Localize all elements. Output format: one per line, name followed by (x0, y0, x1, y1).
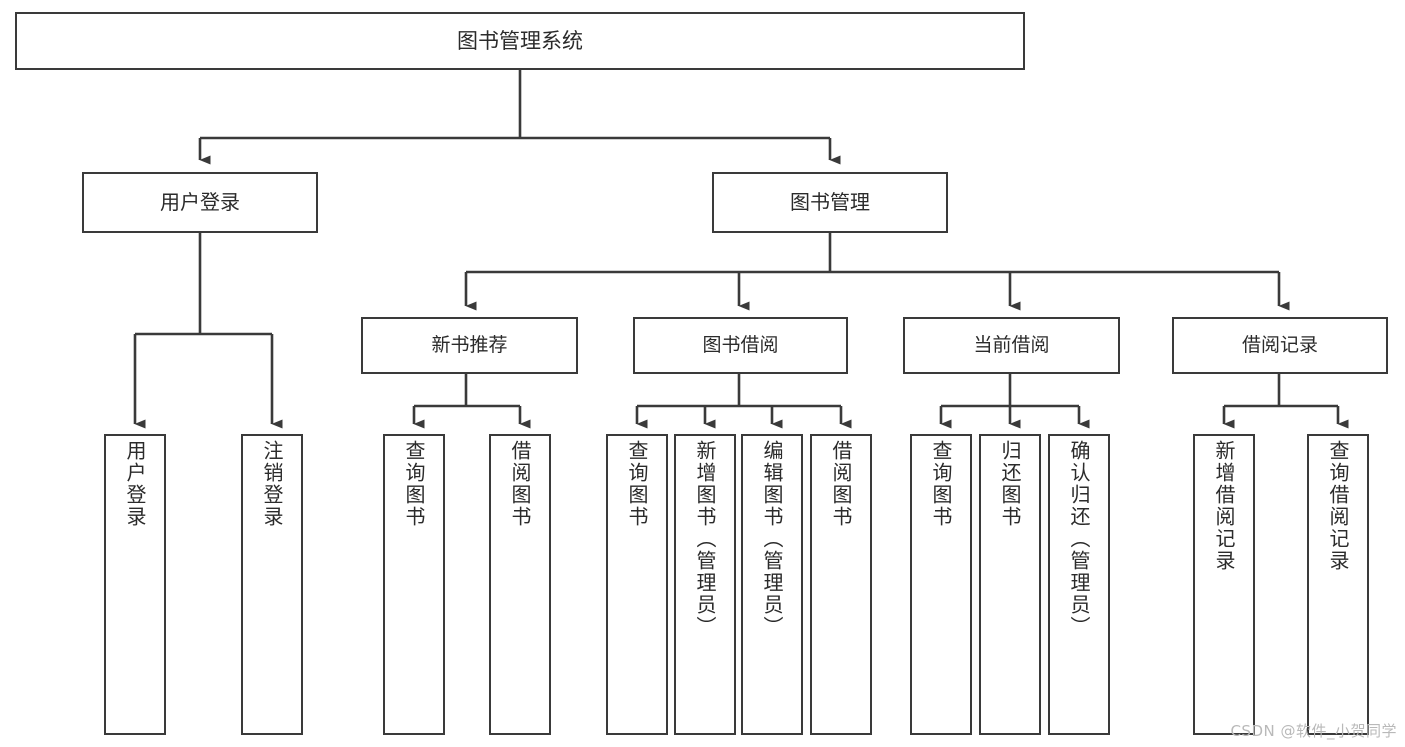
node-current-borrow[interactable]: 当前借阅 (903, 317, 1120, 374)
node-book-borrow[interactable]: 图书借阅 (633, 317, 848, 374)
node-label: 查询图书 (402, 440, 426, 528)
node-label: 注销登录 (260, 440, 284, 528)
node-label: 图书管理系统 (457, 28, 583, 53)
node-label: 图书借阅 (702, 333, 779, 356)
leaf-recommend-borrow-book[interactable]: 借阅图书 (489, 434, 551, 735)
node-label: 图书管理 (790, 190, 870, 214)
leaf-recommend-query-book[interactable]: 查询图书 (383, 434, 445, 735)
node-label: 编辑图书（管理员） (760, 440, 784, 638)
node-label: 用户登录 (123, 440, 147, 528)
node-label: 确认归还（管理员） (1067, 440, 1091, 638)
leaf-borrow-add-book-admin[interactable]: 新增图书（管理员） (674, 434, 736, 735)
node-label: 查询借阅记录 (1326, 440, 1350, 572)
leaf-user-login-login[interactable]: 用户登录 (104, 434, 166, 735)
node-user-login[interactable]: 用户登录 (82, 172, 318, 233)
leaf-current-query-book[interactable]: 查询图书 (910, 434, 972, 735)
node-label: 查询图书 (929, 440, 953, 528)
node-label: 用户登录 (160, 190, 240, 214)
node-label: 借阅图书 (508, 440, 532, 528)
node-label: 新增借阅记录 (1212, 440, 1236, 572)
leaf-current-confirm-return-admin[interactable]: 确认归还（管理员） (1048, 434, 1110, 735)
node-label: 借阅记录 (1241, 333, 1318, 356)
node-new-book-recommend[interactable]: 新书推荐 (361, 317, 578, 374)
node-book-management[interactable]: 图书管理 (712, 172, 948, 233)
leaf-borrow-edit-book-admin[interactable]: 编辑图书（管理员） (741, 434, 803, 735)
leaf-borrow-borrow-book[interactable]: 借阅图书 (810, 434, 872, 735)
node-label: 新增图书（管理员） (693, 440, 717, 638)
node-label: 归还图书 (998, 440, 1022, 528)
leaf-borrow-query-book[interactable]: 查询图书 (606, 434, 668, 735)
leaf-user-login-logout[interactable]: 注销登录 (241, 434, 303, 735)
node-label: 借阅图书 (829, 440, 853, 528)
node-label: 当前借阅 (973, 333, 1050, 356)
leaf-current-return-book[interactable]: 归还图书 (979, 434, 1041, 735)
node-root-book-management-system[interactable]: 图书管理系统 (15, 12, 1025, 70)
leaf-record-add-record[interactable]: 新增借阅记录 (1193, 434, 1255, 735)
node-label: 新书推荐 (431, 333, 508, 356)
node-borrow-record[interactable]: 借阅记录 (1172, 317, 1388, 374)
node-label: 查询图书 (625, 440, 649, 528)
leaf-record-query-record[interactable]: 查询借阅记录 (1307, 434, 1369, 735)
watermark: CSDN @软件_小贺同学 (1230, 722, 1397, 740)
